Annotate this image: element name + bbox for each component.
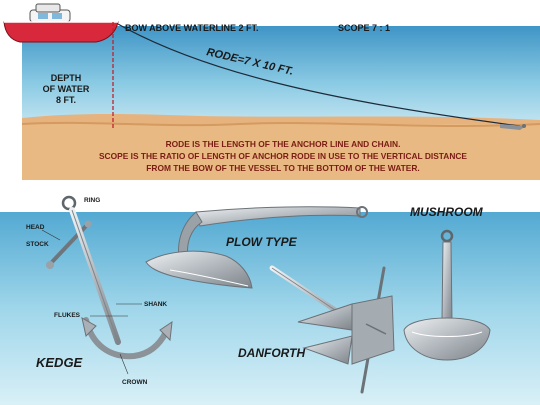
caption-line1: RODE IS THE LENGTH OF THE ANCHOR LINE AN… bbox=[166, 139, 401, 149]
kedge-name: KEDGE bbox=[36, 355, 83, 370]
danforth-name: DANFORTH bbox=[238, 346, 305, 360]
kedge-anchor bbox=[41, 195, 173, 375]
mushroom-anchor bbox=[403, 229, 491, 361]
scope-label: SCOPE 7 : 1 bbox=[338, 23, 390, 33]
caption-line3: FROM THE BOW OF THE VESSEL TO THE BOTTOM… bbox=[146, 163, 419, 173]
rode-line bbox=[117, 23, 521, 127]
kedge-head-label: HEAD bbox=[26, 224, 45, 231]
kedge-flukes-label: FLUKES bbox=[54, 312, 81, 319]
kedge-ring-label: RING bbox=[84, 197, 100, 204]
depth-label-line1: DEPTH bbox=[51, 73, 82, 83]
kedge-crown-label: CROWN bbox=[122, 379, 148, 386]
kedge-shank-label: SHANK bbox=[144, 301, 167, 308]
sand-edge bbox=[21, 121, 540, 127]
plow-name: PLOW TYPE bbox=[226, 235, 298, 249]
bow-label: BOW ABOVE WATERLINE 2 FT. bbox=[125, 23, 259, 33]
anchor-on-bed-icon bbox=[500, 124, 526, 130]
depth-label-line3: 8 FT. bbox=[56, 95, 76, 105]
caption-line2: SCOPE IS THE RATIO OF LENGTH OF ANCHOR R… bbox=[99, 151, 467, 161]
kedge-stock-label: STOCK bbox=[26, 241, 49, 248]
danforth-anchor bbox=[269, 265, 395, 394]
sand-band bbox=[22, 124, 540, 180]
boat bbox=[3, 3, 119, 43]
depth-label-line2: OF WATER bbox=[43, 84, 90, 94]
mushroom-name: MUSHROOM bbox=[410, 205, 484, 219]
plow-anchor bbox=[145, 206, 368, 289]
